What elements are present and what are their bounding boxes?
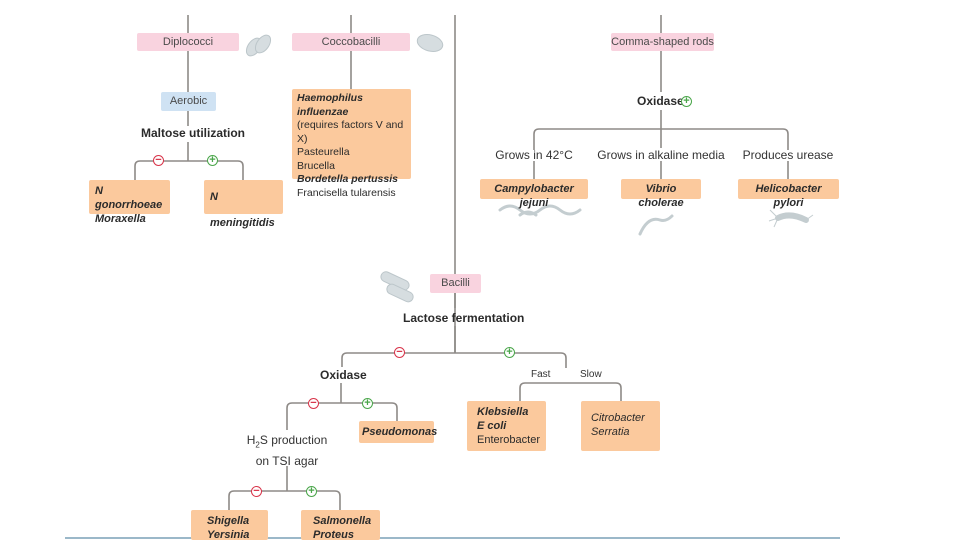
h2s-positive-box: Salmonella Proteus (301, 510, 380, 541)
vibrio-box: Vibrio cholerae (621, 179, 701, 209)
organism-name: Proteus (313, 529, 354, 541)
coccobacilli-organisms-box: Haemophilus influenzae (requires factors… (292, 89, 411, 199)
h2s-positive-sign: + (306, 486, 317, 497)
h2s-negative-box: Shigella Yersinia (191, 510, 268, 541)
neisseria-gonorrhoeae-box: N gonorrhoeae Moraxella (89, 180, 170, 225)
h2s-rest: S production (259, 433, 328, 447)
campylobacter-shape (498, 204, 582, 216)
condition-alkaline: Grows in alkaline media (597, 148, 725, 162)
aerobic-label: Aerobic (161, 92, 216, 111)
oxidase-positive-sign: + (362, 398, 373, 409)
helicobacter-box: Helicobacter pylori (738, 179, 839, 209)
pseudomonas-box: Pseudomonas (359, 421, 438, 443)
helicobacter-shape (775, 212, 809, 223)
coccobacilli-shape (416, 34, 444, 52)
organism-name: Salmonella (313, 515, 372, 527)
lactose-fermentation-heading: Lactose fermentation (403, 311, 525, 325)
condition-42c: Grows in 42°C (495, 148, 573, 162)
organism-name: Klebsiella (477, 406, 529, 418)
organism-note: (requires factors V and X) (297, 119, 404, 145)
h2s-production-text: H2S production on TSI agar (232, 432, 342, 469)
comma-oxidase-heading: Oxidase (637, 94, 684, 108)
organism-name: Helicobacter pylori (755, 183, 822, 209)
organism-name: Enterobacter (477, 434, 540, 446)
lactose-negative-sign: − (394, 347, 405, 358)
slow-fermenters-box: Citrobacter Serratia (581, 401, 660, 451)
fast-label: Fast (531, 369, 551, 380)
campylobacter-box: Campylobacter jejuni (480, 179, 588, 209)
coccobacilli-label: Coccobacilli (292, 33, 410, 51)
organism-name: Yersinia (207, 529, 250, 541)
organism-name: Pasteurella (297, 146, 350, 158)
organism-name: Moraxella (95, 213, 146, 225)
comma-oxidase-positive-sign: + (681, 96, 692, 107)
organism-name: Campylobacter jejuni (494, 183, 574, 209)
h2s-line2: on TSI agar (255, 454, 319, 469)
organism-name: N gonorrhoeae (95, 185, 163, 211)
organism-name: E coli (477, 420, 507, 432)
fast-fermenters-box: Klebsiella E coli Enterobacter (467, 401, 546, 451)
maltose-utilization-heading: Maltose utilization (141, 126, 246, 140)
organism-name: N meningitidis (210, 191, 275, 229)
organism-name: Shigella (207, 515, 250, 527)
organism-name: Bordetella pertussis (297, 173, 398, 185)
organism-name: Vibrio cholerae (638, 183, 684, 209)
slow-label: Slow (580, 369, 602, 380)
vibrio-shape (638, 214, 674, 236)
organism-name: Brucella (297, 159, 335, 172)
organism-name: Citrobacter (591, 412, 645, 424)
bacilli-label: Bacilli (430, 274, 481, 293)
bacilli-oxidase-heading: Oxidase (320, 368, 367, 382)
organism-name: Francisella tularensis (297, 186, 396, 199)
h2s-h: H (246, 433, 256, 447)
h2s-subscript: 2 (255, 440, 260, 450)
organism-name: Serratia (591, 426, 630, 438)
comma-rods-label: Comma-shaped rods (611, 33, 714, 51)
condition-urease: Produces urease (742, 148, 834, 162)
organism-name: Pseudomonas (362, 426, 438, 438)
organism-name: Haemophilus influenzae (297, 92, 363, 118)
lactose-positive-sign: + (504, 347, 515, 358)
diplococci-label: Diplococci (137, 33, 239, 51)
h2s-negative-sign: − (251, 486, 262, 497)
maltose-positive-sign: + (207, 155, 218, 166)
oxidase-negative-sign: − (308, 398, 319, 409)
neisseria-meningitidis-box: N meningitidis (204, 180, 283, 229)
maltose-negative-sign: − (153, 155, 164, 166)
